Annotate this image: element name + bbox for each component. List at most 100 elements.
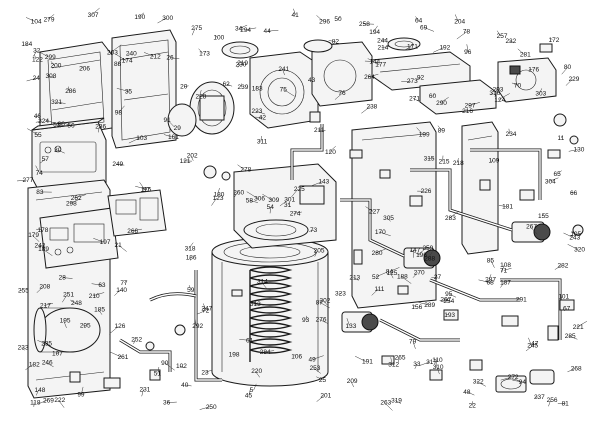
control-board <box>39 207 119 269</box>
part-callout: 221 <box>573 324 584 331</box>
callout-leader <box>239 339 250 341</box>
part-callout: 303 <box>535 91 546 98</box>
part-callout: 22 <box>469 403 477 410</box>
part-callout: 258 <box>359 21 370 28</box>
part-callout: 78 <box>463 29 471 36</box>
part-callout: 36 <box>163 400 171 407</box>
callout-leader <box>367 58 380 65</box>
part-callout: 300 <box>162 15 173 22</box>
part-callout: 42 <box>259 115 267 122</box>
callout-leader <box>37 400 48 405</box>
callout-leader <box>454 14 459 22</box>
part-callout: 69 <box>420 24 428 31</box>
callout-leader <box>328 146 336 153</box>
part-callout: 250 <box>206 404 217 411</box>
part-callout: 282 <box>558 263 569 270</box>
callout-leader <box>350 380 354 388</box>
callout-leader <box>170 57 180 60</box>
part-callout: 242 <box>35 242 46 249</box>
callout-leader <box>418 361 431 367</box>
callout-leader <box>32 50 38 57</box>
part-callout: 298 <box>66 200 77 207</box>
callout-leader <box>35 165 40 174</box>
part-callout: 322 <box>473 378 484 385</box>
part-callout: 47 <box>531 341 539 348</box>
part-callout: 79 <box>409 339 417 346</box>
part-callout: 94 <box>519 379 527 386</box>
callout-leader <box>567 368 575 373</box>
part-callout: 245 <box>527 343 538 350</box>
callout-leader <box>394 400 402 404</box>
callout-leader <box>314 250 318 257</box>
part-callout: 173 <box>199 50 210 57</box>
part-callout: 317 <box>426 359 437 366</box>
callout-leader <box>368 73 379 78</box>
part-callout: 234 <box>506 131 517 138</box>
part-callout: 70 <box>514 83 522 90</box>
part-callout: 104 <box>31 18 42 25</box>
callout-leader <box>293 8 296 16</box>
callout-leader <box>338 16 341 20</box>
hot-water-cylinder <box>211 237 329 387</box>
part-callout: 155 <box>538 213 549 220</box>
part-callout: 302 <box>320 298 331 305</box>
part-callout: 283 <box>445 215 456 222</box>
callout-leader <box>98 126 100 133</box>
callout-leader <box>127 53 131 56</box>
part-callout: 105 <box>570 231 581 238</box>
callout-leader <box>141 389 144 397</box>
part-callout: 82 <box>332 39 340 46</box>
part-callout: 89 <box>438 127 446 134</box>
callout-leader <box>508 128 510 135</box>
callout-leader <box>548 400 551 407</box>
part-callout: 290 <box>436 100 447 107</box>
callout-leader <box>55 352 59 354</box>
callout-leader <box>74 194 86 199</box>
callout-leader <box>202 303 206 309</box>
part-callout: 125 <box>387 270 398 277</box>
part-callout: 210 <box>89 293 100 300</box>
part-callout: 102 <box>176 363 187 370</box>
callout-leader <box>226 83 233 87</box>
callout-leader <box>37 340 46 344</box>
part-callout: 319 <box>391 398 402 405</box>
callout-leader <box>390 357 393 365</box>
part-callout: 217 <box>40 303 51 310</box>
burner-assembly <box>167 81 235 137</box>
part-callout: 323 <box>335 290 346 297</box>
part-callout: 23 <box>201 369 209 376</box>
callout-leader <box>188 242 194 249</box>
callout-leader <box>198 48 204 54</box>
part-callout: 202 <box>187 153 198 160</box>
callout-leader <box>163 134 173 138</box>
part-callout: 181 <box>502 203 513 210</box>
callout-leader <box>83 325 86 328</box>
callout-leader <box>255 85 258 89</box>
callout-leader <box>561 66 569 75</box>
part-callout: 103 <box>136 135 147 142</box>
callout-leader <box>55 101 66 104</box>
part-callout: 284 <box>260 349 271 356</box>
callout-leader <box>93 238 104 243</box>
part-callout: 257 <box>497 33 508 40</box>
callout-leader <box>476 381 486 387</box>
callout-leader <box>17 179 27 182</box>
part-callout: 313 <box>250 301 261 308</box>
callout-leader <box>211 197 217 206</box>
part-callout: 75 <box>280 86 288 93</box>
part-callout: 77 <box>120 280 128 287</box>
callout-leader <box>381 39 386 41</box>
callout-leader <box>456 158 459 163</box>
part-callout: 281 <box>520 51 531 58</box>
part-callout: 315 <box>424 155 435 162</box>
part-callout: 148 <box>34 387 45 394</box>
part-callout: 80 <box>564 64 572 71</box>
part-callout: 93 <box>302 317 310 324</box>
part-callout: 180 <box>214 192 225 199</box>
callout-leader <box>444 299 451 302</box>
part-callout: 55 <box>34 132 42 139</box>
part-callout: 247 <box>201 306 212 313</box>
filter-cartridge <box>495 369 555 393</box>
part-callout: 260 <box>233 189 244 196</box>
